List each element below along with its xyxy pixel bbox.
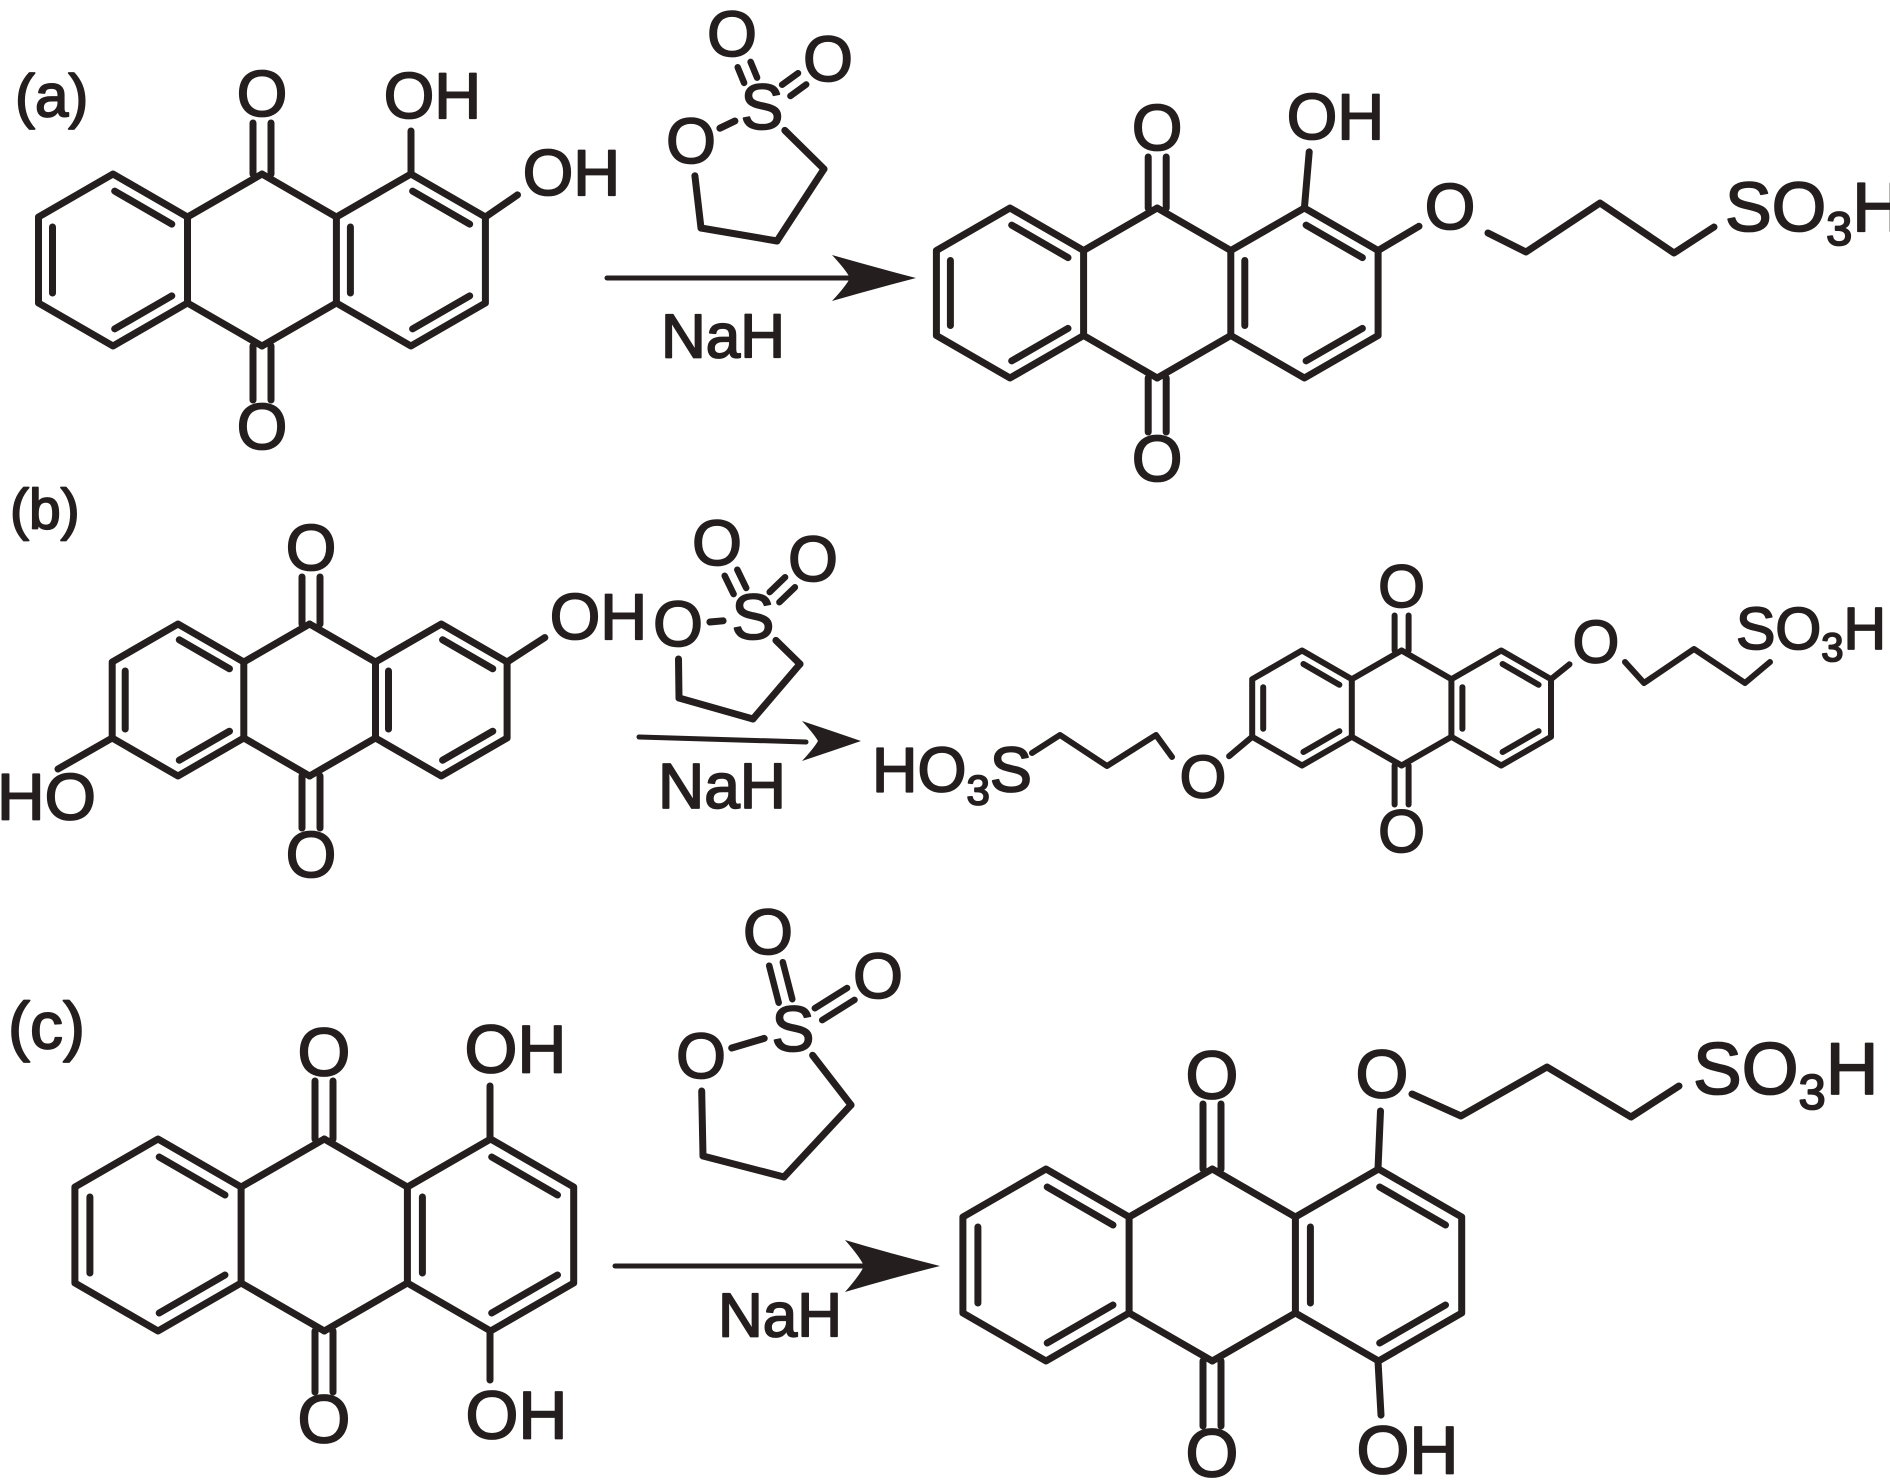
- svg-text:SO3H: SO3H: [1693, 1029, 1878, 1120]
- svg-text:SO3H: SO3H: [1725, 168, 1890, 255]
- svg-text:OH: OH: [466, 1377, 568, 1453]
- svg-text:(c): (c): [8, 989, 85, 1063]
- svg-text:O: O: [653, 588, 703, 660]
- svg-text:O: O: [1186, 1037, 1239, 1113]
- svg-text:OH: OH: [465, 1011, 567, 1087]
- svg-text:OH: OH: [1287, 80, 1385, 153]
- svg-text:(b): (b): [10, 478, 80, 542]
- svg-text:OH: OH: [1357, 1412, 1459, 1480]
- svg-text:OH: OH: [550, 580, 648, 653]
- svg-text:O: O: [743, 896, 793, 968]
- svg-text:OH: OH: [384, 59, 482, 132]
- svg-text:O: O: [298, 1381, 351, 1457]
- svg-text:O: O: [1356, 1036, 1409, 1112]
- svg-text:HO3S: HO3S: [872, 736, 1032, 814]
- svg-text:O: O: [853, 940, 903, 1012]
- svg-text:O: O: [1425, 170, 1476, 243]
- svg-text:NaH: NaH: [661, 303, 785, 372]
- svg-text:NaH: NaH: [658, 750, 786, 822]
- svg-text:SO3H: SO3H: [1736, 596, 1886, 670]
- svg-text:S: S: [772, 993, 815, 1065]
- svg-text:O: O: [676, 1020, 726, 1092]
- svg-text:O: O: [1186, 1415, 1239, 1480]
- svg-text:O: O: [286, 818, 337, 891]
- svg-text:HO: HO: [0, 760, 96, 834]
- svg-text:O: O: [237, 57, 288, 130]
- svg-text:OH: OH: [523, 136, 621, 209]
- svg-text:O: O: [1132, 422, 1183, 495]
- svg-text:O: O: [1180, 743, 1227, 810]
- svg-text:O: O: [707, 0, 757, 70]
- svg-text:O: O: [286, 511, 337, 584]
- svg-text:O: O: [1573, 608, 1620, 675]
- svg-text:O: O: [298, 1014, 351, 1090]
- svg-text:O: O: [1378, 798, 1425, 865]
- svg-text:O: O: [237, 390, 288, 463]
- svg-text:O: O: [788, 523, 838, 595]
- svg-text:NaH: NaH: [718, 1282, 842, 1351]
- svg-text:O: O: [692, 507, 742, 579]
- svg-text:O: O: [1378, 553, 1425, 620]
- svg-text:O: O: [803, 23, 853, 95]
- svg-text:O: O: [666, 105, 716, 177]
- svg-text:(a): (a): [15, 63, 88, 130]
- svg-text:O: O: [1132, 91, 1183, 164]
